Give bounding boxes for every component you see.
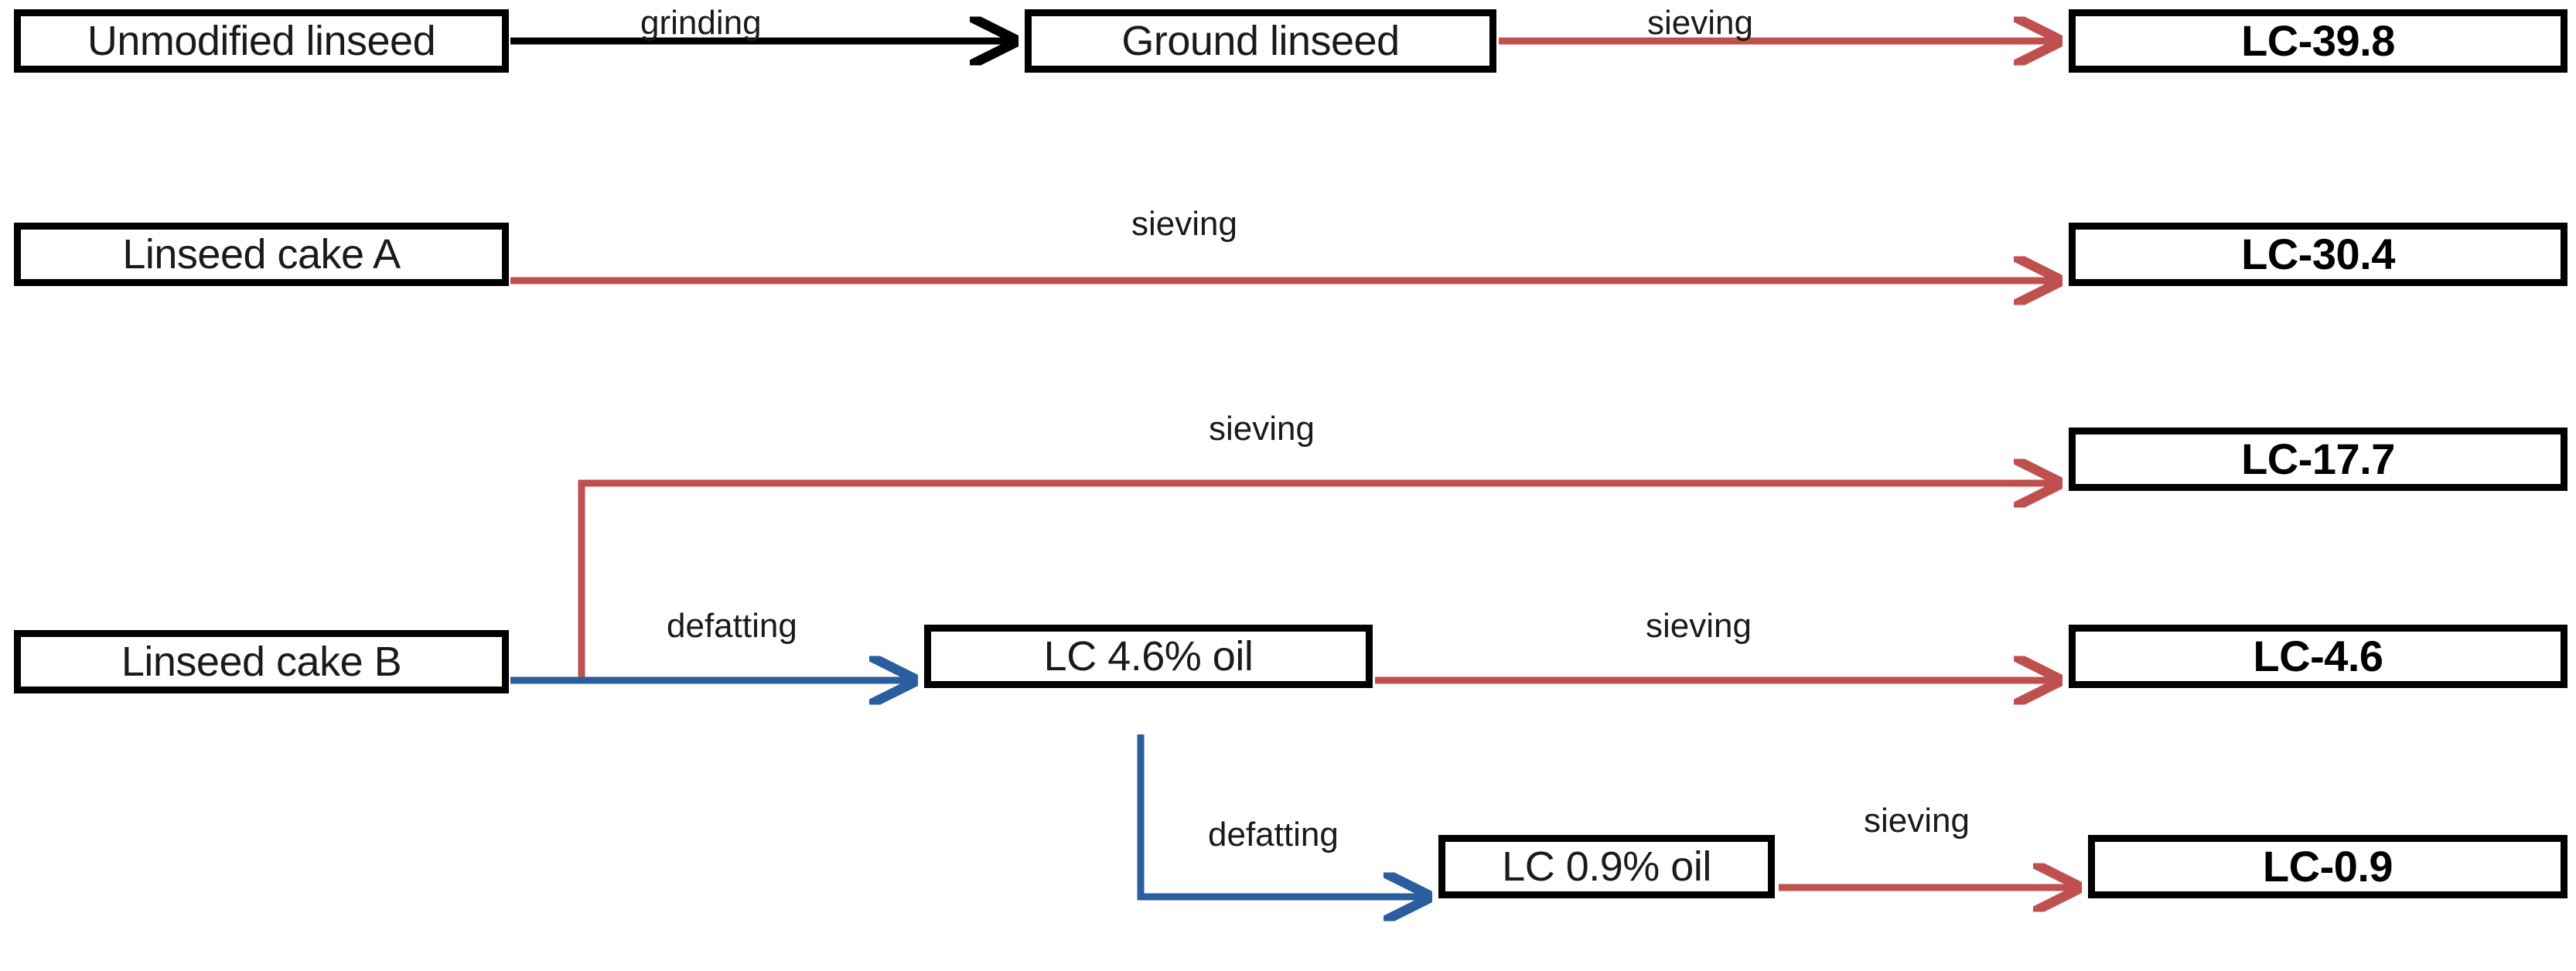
node-lc-30-4[interactable]: LC-30.4 [2069, 223, 2567, 286]
node-lc-17-7[interactable]: LC-17.7 [2069, 428, 2567, 491]
node-label: LC-30.4 [2241, 230, 2395, 278]
node-unmodified-linseed[interactable]: Unmodified linseed [14, 9, 509, 73]
node-label: LC-39.8 [2241, 16, 2395, 65]
node-label: Ground linseed [1121, 18, 1400, 64]
node-label: LC-4.6 [2253, 632, 2383, 680]
edge-label-defatting-1: defatting [667, 607, 797, 645]
node-ground-linseed[interactable]: Ground linseed [1025, 9, 1496, 73]
node-label: Linseed cake A [122, 231, 401, 278]
edge-label-sieving-2: sieving [1131, 205, 1237, 243]
node-label: LC 0.9% oil [1502, 843, 1711, 890]
node-linseed-cake-b[interactable]: Linseed cake B [14, 630, 509, 693]
node-label: Linseed cake B [121, 639, 402, 685]
node-linseed-cake-a[interactable]: Linseed cake A [14, 223, 509, 286]
node-lc-4-6[interactable]: LC-4.6 [2069, 625, 2567, 688]
edge-label-sieving-3: sieving [1209, 410, 1315, 448]
node-label: LC 4.6% oil [1043, 633, 1254, 680]
node-label: LC-17.7 [2241, 434, 2395, 483]
edge-label-sieving-1: sieving [1647, 4, 1753, 42]
node-lc-39-8[interactable]: LC-39.8 [2069, 9, 2567, 73]
node-label: Unmodified linseed [87, 18, 436, 64]
edge-label-grinding: grinding [640, 4, 762, 42]
node-lc-0-9[interactable]: LC-0.9 [2088, 835, 2567, 898]
node-label: LC-0.9 [2262, 842, 2393, 891]
edge-label-defatting-2: defatting [1208, 816, 1339, 853]
node-lc-0-9-oil[interactable]: LC 0.9% oil [1438, 835, 1775, 898]
edge-label-sieving-5: sieving [1864, 802, 1970, 840]
node-lc-4-6-oil[interactable]: LC 4.6% oil [924, 625, 1373, 688]
edge-label-sieving-4: sieving [1646, 607, 1752, 645]
